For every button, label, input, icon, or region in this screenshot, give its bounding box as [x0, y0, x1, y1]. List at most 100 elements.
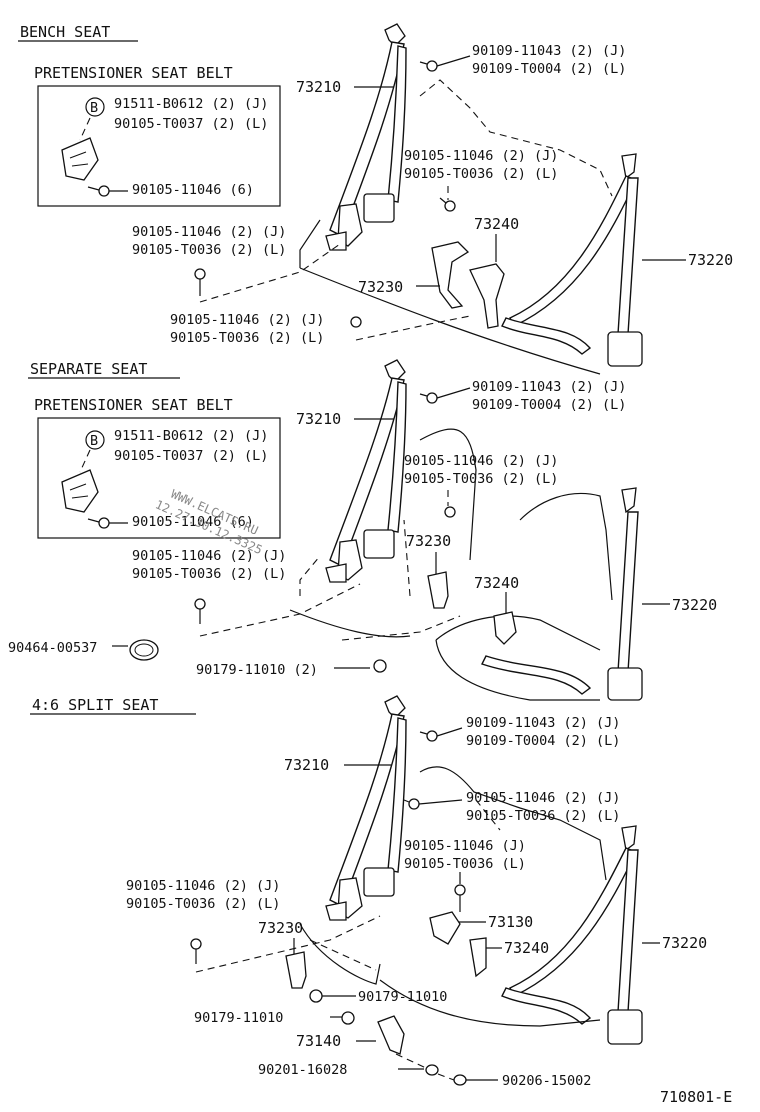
- label-90105-11046-separate-b: 90105-11046 (2) (J): [132, 548, 286, 564]
- nut-icon: [373, 659, 387, 673]
- label-90109-T0004-bench: 90109-T0004 (2) (L): [472, 61, 626, 77]
- bolt-icon: [419, 60, 438, 72]
- label-90179-11010-split-b: 90179-11010: [194, 1010, 283, 1026]
- label-90109-11043-split: 90109-11043 (2) (J): [466, 715, 620, 731]
- callout-b-separate: [85, 430, 105, 450]
- belt-73220-separate: [481, 487, 643, 701]
- label-90109-T0004-split: 90109-T0004 (2) (L): [466, 733, 620, 749]
- washer-icon: [425, 1064, 439, 1076]
- label-90179-11010-split-a: 90179-11010: [358, 989, 447, 1005]
- bolt-icon: [454, 884, 466, 912]
- section-split-seat: 4:6 SPLIT SEAT 90109-11043 (2) (J) 90109…: [30, 695, 707, 1089]
- label-90179-11010-separate: 90179-11010 (2): [196, 662, 318, 678]
- label-73220-split: 73220: [662, 934, 707, 952]
- bolt-icon: [194, 598, 206, 624]
- bolt-icon: [419, 392, 438, 404]
- label-90109-11043-separate: 90109-11043 (2) (J): [472, 379, 626, 395]
- label-90109-T0004-separate: 90109-T0004 (2) (L): [472, 397, 626, 413]
- buckle-73230-split: [285, 951, 307, 989]
- box-label-bench-2: 90105-T0037 (2) (L): [114, 116, 268, 132]
- clamp-icon: [129, 639, 159, 661]
- box-label-bench-3: 90105-11046 (6): [132, 182, 254, 198]
- bolt-icon: [87, 517, 128, 529]
- seat-back-right-separate: [519, 492, 613, 601]
- callout-b-letter-separate: B: [90, 433, 98, 449]
- section-title-split-seat: 4:6 SPLIT SEAT: [32, 696, 158, 714]
- belt-73220-bench: [501, 153, 643, 367]
- bolt-icon: [194, 268, 206, 296]
- seat-cushion-split-left: [299, 923, 381, 985]
- label-90464-00537: 90464-00537: [8, 640, 97, 656]
- label-90206-15002: 90206-15002: [502, 1073, 591, 1089]
- belt-73220-split: [501, 825, 643, 1045]
- seat-cushion-right-separate: [435, 615, 601, 651]
- figure-code: 710801-E: [660, 1088, 732, 1106]
- label-90105-11046-split-c: 90105-11046 (2) (J): [126, 878, 280, 894]
- label-73220-separate: 73220: [672, 596, 717, 614]
- pretensioner-box-bench: [37, 85, 281, 207]
- label-90105-T0036-separate-a: 90105-T0036 (2) (L): [404, 471, 558, 487]
- box-label-separate-3: 90105-11046 (6): [132, 514, 254, 530]
- washer-icon: [453, 1074, 467, 1086]
- pretensioner-box-separate: [37, 417, 281, 539]
- bolt-icon: [439, 197, 456, 212]
- section-title-bench-seat: BENCH SEAT: [20, 23, 110, 41]
- label-73230-bench: 73230: [358, 278, 403, 296]
- belt-73210-split: [325, 695, 407, 921]
- seat-back-outline-split: [419, 766, 607, 881]
- label-90105-11046-separate-a: 90105-11046 (2) (J): [404, 453, 558, 469]
- bracket-73130: [429, 911, 461, 945]
- section-separate-seat: SEPARATE SEAT PRETENSIONER SEAT BELT B 9…: [8, 359, 717, 701]
- box-label-separate-2: 90105-T0037 (2) (L): [114, 448, 268, 464]
- seat-back-left-separate: [419, 428, 477, 561]
- pretensioner-title-separate: PRETENSIONER SEAT BELT: [34, 396, 233, 414]
- label-90105-T0036-bench-c: 90105-T0036 (2) (L): [170, 330, 324, 346]
- box-label-bench-1: 91511-B0612 (2) (J): [114, 96, 268, 112]
- buckle-73240-bench: [469, 263, 505, 329]
- label-73240-separate: 73240: [474, 574, 519, 592]
- label-73210-bench: 73210: [296, 78, 341, 96]
- callout-b-letter-bench: B: [90, 100, 98, 116]
- bolt-icon: [350, 316, 362, 328]
- label-73140: 73140: [296, 1032, 341, 1050]
- box-label-separate-1: 91511-B0612 (2) (J): [114, 428, 268, 444]
- bolt-icon: [403, 798, 420, 810]
- label-90105-T0036-split-a: 90105-T0036 (2) (L): [466, 808, 620, 824]
- label-73220-bench: 73220: [688, 251, 733, 269]
- label-73210-separate: 73210: [296, 410, 341, 428]
- callout-b-bench: [85, 97, 105, 117]
- label-90105-T0036-separate-b: 90105-T0036 (2) (L): [132, 566, 286, 582]
- label-73230-split: 73230: [258, 919, 303, 937]
- label-73210-split: 73210: [284, 756, 329, 774]
- label-90105-T0036-bench-a: 90105-T0036 (2) (L): [404, 166, 558, 182]
- seat-cushion-outline-bench: [299, 267, 601, 375]
- label-90201-16028: 90201-16028: [258, 1062, 347, 1078]
- bracket-73140: [377, 1015, 405, 1055]
- label-90109-11043-bench: 90109-11043 (2) (J): [472, 43, 626, 59]
- label-90105-11046-bench-a: 90105-11046 (2) (J): [404, 148, 558, 164]
- label-90105-T0036-split-c: 90105-T0036 (2) (L): [126, 896, 280, 912]
- section-bench-seat: BENCH SEAT PRETENSIONER SEAT BELT B 9151…: [18, 23, 733, 375]
- pretensioner-title-bench: PRETENSIONER SEAT BELT: [34, 64, 233, 82]
- buckle-73230-bench: [431, 241, 470, 309]
- label-73240-split: 73240: [504, 939, 549, 957]
- pretensioner-icon: [61, 117, 99, 181]
- bolt-icon: [419, 730, 438, 742]
- label-73240-bench: 73240: [474, 215, 519, 233]
- nut-icon: [341, 1011, 355, 1025]
- label-90105-11046-split-a: 90105-11046 (2) (J): [466, 790, 620, 806]
- label-90105-11046-bench-c: 90105-11046 (2) (J): [170, 312, 324, 328]
- label-90105-T0036-split-b: 90105-T0036 (L): [404, 856, 526, 872]
- bolt-icon: [190, 938, 202, 964]
- buckle-73230-separate: [427, 571, 449, 609]
- belt-73210-separate: [325, 359, 407, 583]
- pretensioner-icon: [61, 449, 99, 513]
- buckle-73240-split: [469, 937, 487, 978]
- nut-icon: [309, 989, 323, 1003]
- bolt-icon: [444, 506, 456, 518]
- belt-73210-bench: [325, 23, 407, 251]
- bolt-icon: [87, 185, 128, 197]
- section-title-separate-seat: SEPARATE SEAT: [30, 360, 147, 378]
- label-73130: 73130: [488, 913, 533, 931]
